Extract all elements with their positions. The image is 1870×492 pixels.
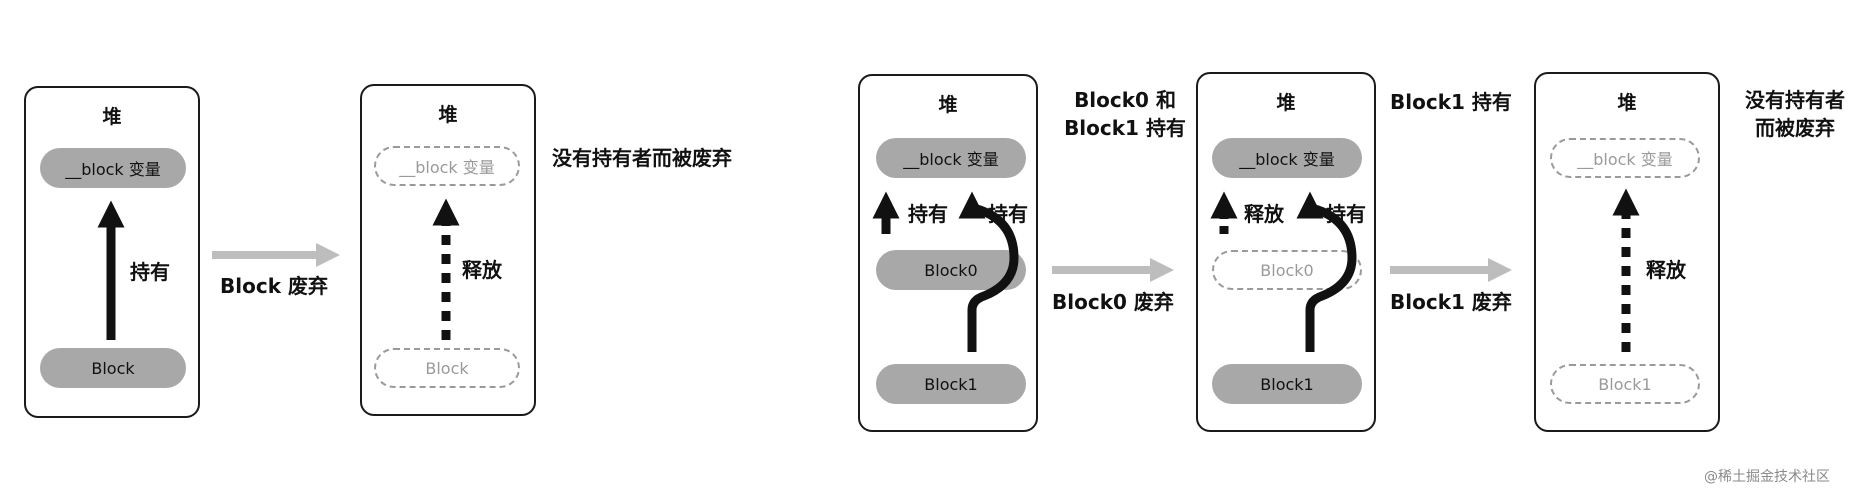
block0-pill-discarded: Block0 bbox=[1212, 250, 1362, 290]
block0-pill: Block0 bbox=[876, 250, 1026, 290]
no-owner-note-line2: 而被废弃 bbox=[1755, 116, 1835, 140]
heap-title: 堆 bbox=[102, 106, 122, 128]
block-variable-pill-released: __block 变量 bbox=[1550, 138, 1700, 178]
no-owner-note: 没有持有者 而被废弃 bbox=[1730, 86, 1860, 142]
no-owner-note-line1: 没有持有者 bbox=[1745, 88, 1845, 112]
no-owner-note: 没有持有者而被废弃 bbox=[552, 146, 732, 170]
hold-arrow-block1-curved bbox=[958, 191, 1019, 352]
heap-title: 堆 bbox=[1276, 92, 1296, 114]
held-by-both-note-line2: Block1 持有 bbox=[1064, 116, 1186, 140]
hold-label-left: 持有 bbox=[908, 202, 948, 226]
heap-title: 堆 bbox=[938, 94, 958, 116]
block1-pill-discarded: Block1 bbox=[1550, 364, 1700, 404]
block-variable-pill: __block 变量 bbox=[40, 148, 186, 188]
transition-label-block-discard: Block 废弃 bbox=[220, 274, 328, 298]
held-by-block1-note: Block1 持有 bbox=[1390, 90, 1512, 114]
block-variable-pill-released: __block 变量 bbox=[374, 146, 520, 186]
hold-arrow-block1-curved bbox=[1296, 191, 1357, 352]
transition-label-block0-discard: Block0 废弃 bbox=[1052, 290, 1174, 314]
release-label: 释放 bbox=[1646, 258, 1686, 282]
block-variable-pill: __block 变量 bbox=[876, 138, 1026, 178]
block1-pill: Block1 bbox=[1212, 364, 1362, 404]
heap-title: 堆 bbox=[438, 104, 458, 126]
block-pill-discarded: Block bbox=[374, 348, 520, 388]
transition-label-block1-discard: Block1 废弃 bbox=[1390, 290, 1512, 314]
hold-label: 持有 bbox=[130, 260, 170, 284]
heap-title: 堆 bbox=[1617, 92, 1637, 114]
release-label: 释放 bbox=[1244, 202, 1284, 226]
block-pill: Block bbox=[40, 348, 186, 388]
held-by-both-note-line1: Block0 和 bbox=[1074, 88, 1176, 112]
block-variable-pill: __block 变量 bbox=[1212, 138, 1362, 178]
block1-pill: Block1 bbox=[876, 364, 1026, 404]
watermark: @稀土掘金技术社区 bbox=[1704, 469, 1830, 485]
release-label: 释放 bbox=[462, 258, 502, 282]
held-by-both-note: Block0 和 Block1 持有 bbox=[1054, 86, 1196, 142]
